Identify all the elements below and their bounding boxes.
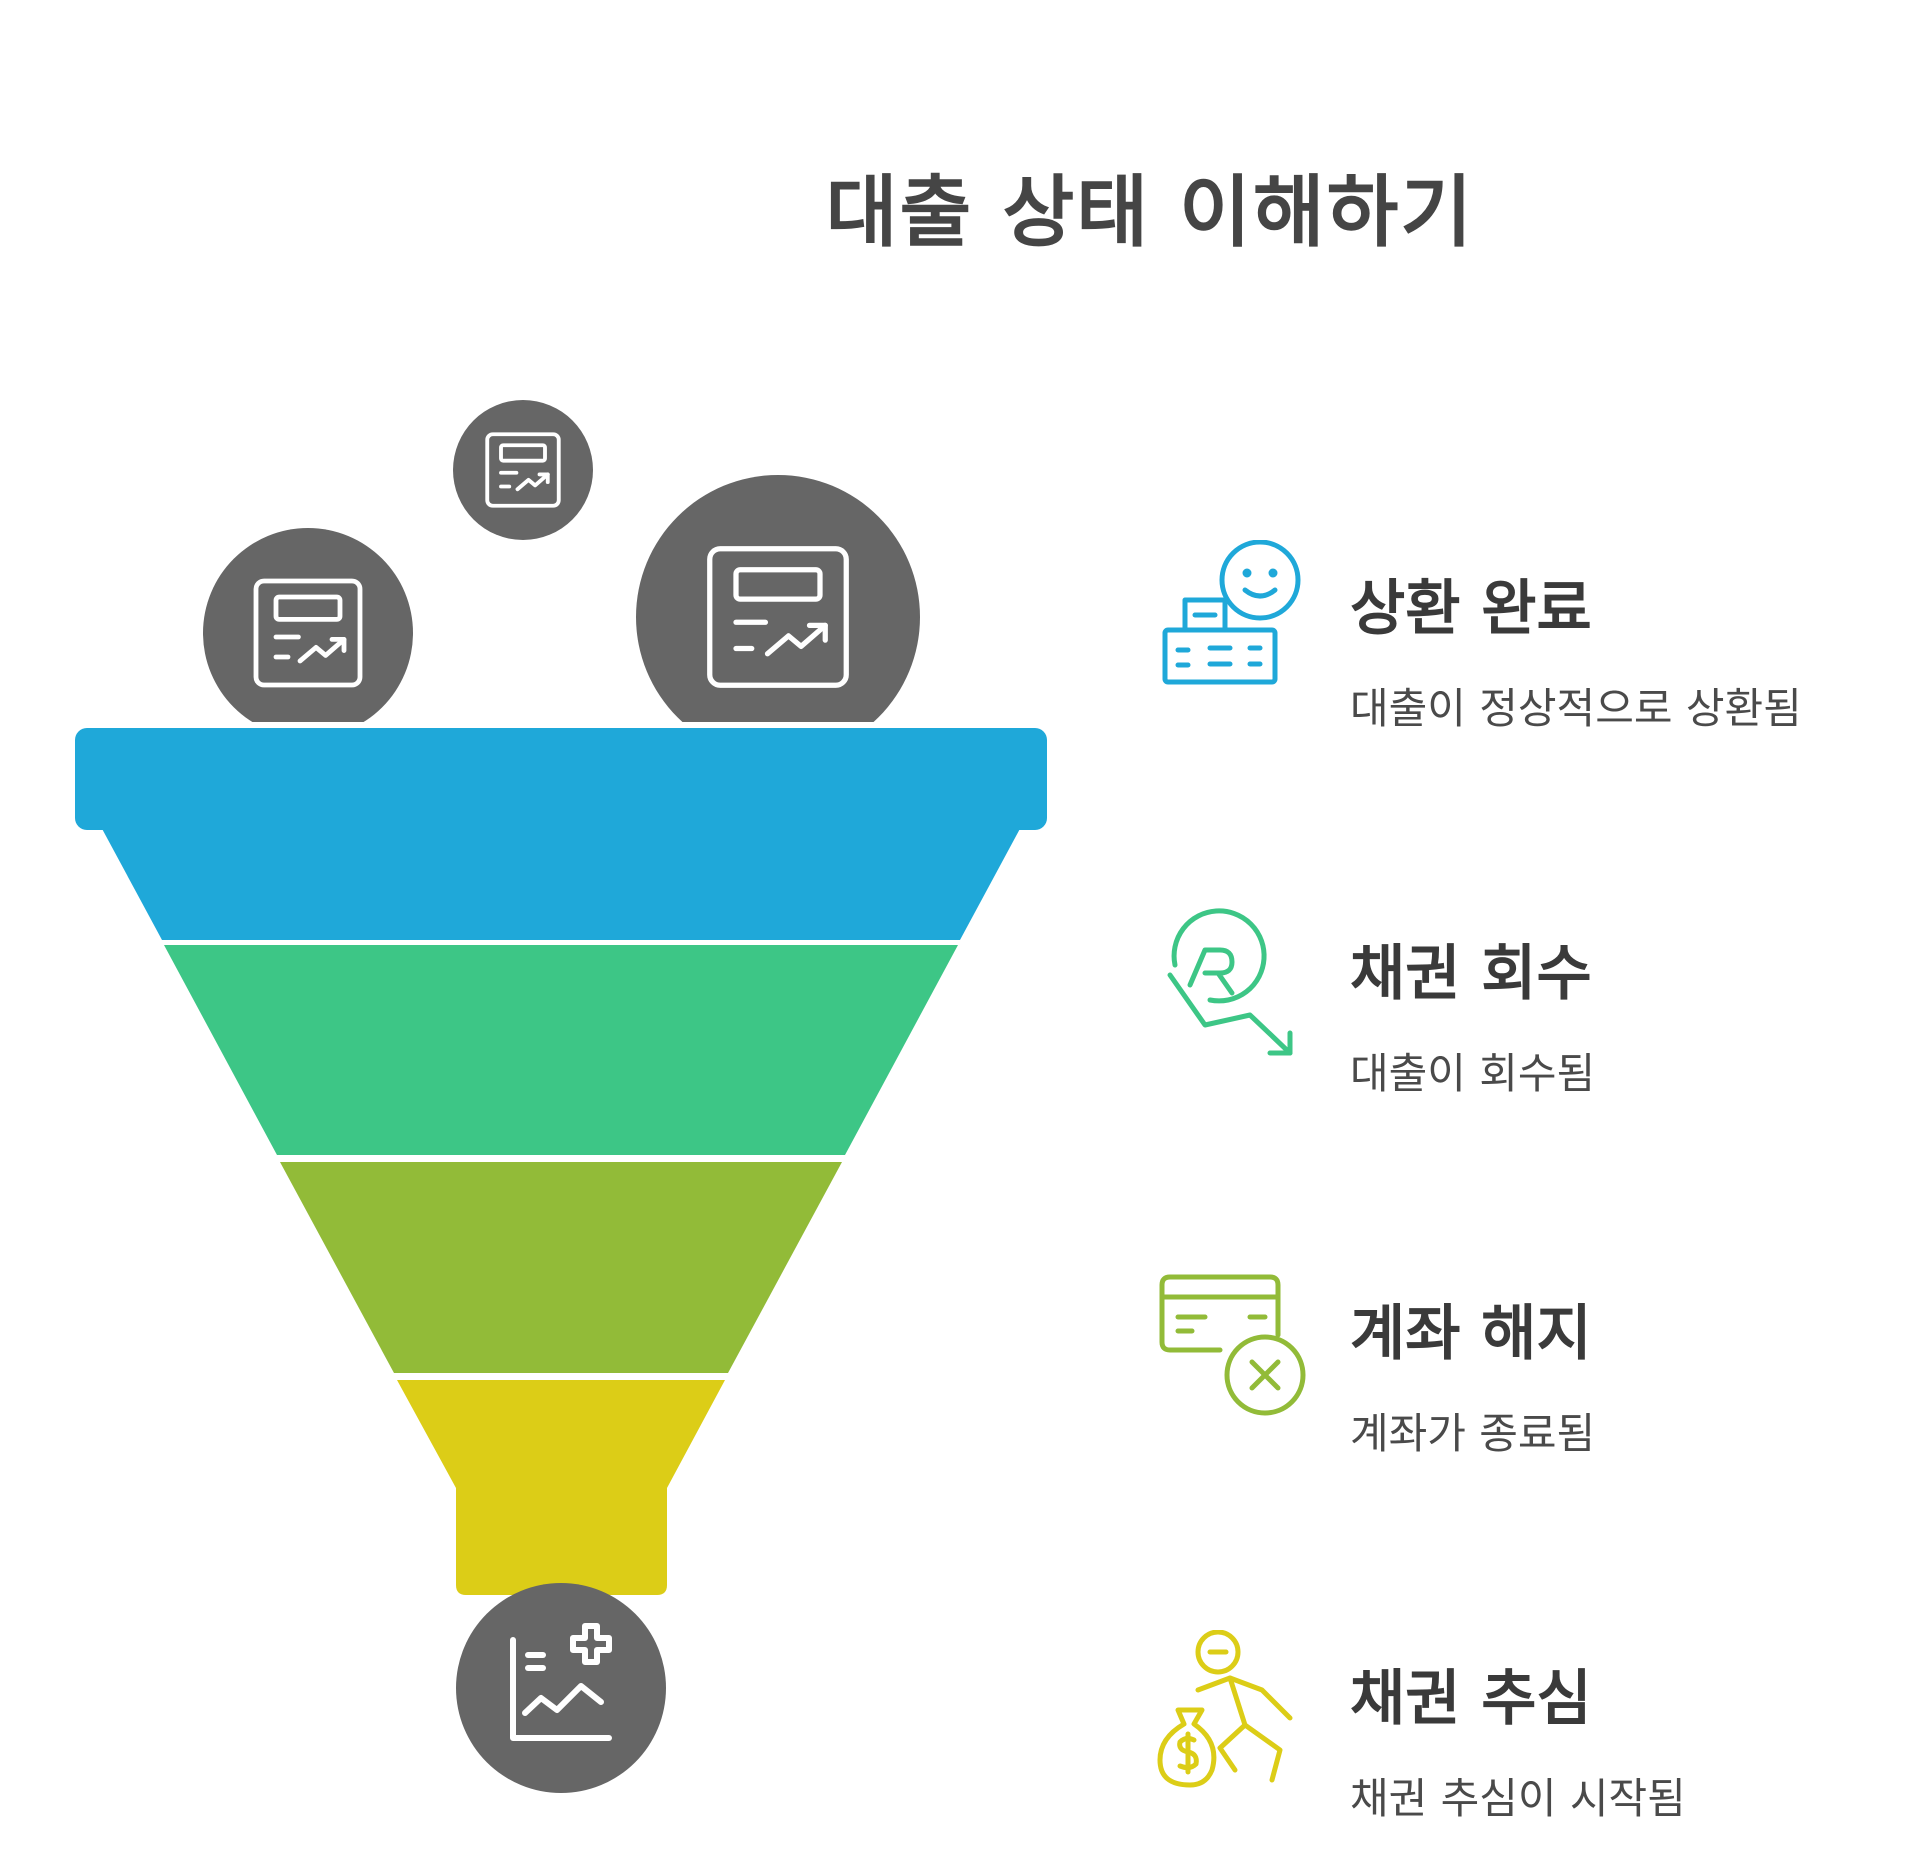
card-cancel-icon — [1159, 1274, 1306, 1416]
stage-title: 채권 회수 — [1350, 939, 1592, 1009]
stage-description: 계좌가 종료됨 — [1350, 1409, 1596, 1458]
report-icon — [485, 432, 561, 508]
stage-title: 계좌 해지 — [1350, 1299, 1592, 1369]
stage-title: 상환 완료 — [1350, 574, 1592, 644]
funnel-layer-4 — [397, 1380, 725, 1595]
recovery-arrow-icon — [1167, 908, 1293, 1056]
report-circle-right — [636, 475, 920, 759]
funnel-layer-2 — [164, 945, 958, 1155]
running-money-bag-icon — [1157, 1630, 1293, 1788]
smiling-building-icon — [1162, 540, 1301, 685]
funnel-layer-3 — [280, 1162, 842, 1373]
stage-description: 채권 추심이 시작됨 — [1350, 1774, 1686, 1823]
stage-title: 채권 추심 — [1350, 1664, 1592, 1734]
chart-plus-icon — [510, 1623, 612, 1741]
report-circle-small — [453, 400, 593, 540]
report-icon — [253, 578, 363, 688]
stage-description: 대출이 정상적으로 상환됨 — [1350, 684, 1802, 733]
analytics-circle — [456, 1583, 666, 1793]
report-circle-left — [203, 528, 413, 738]
stage-description: 대출이 회수됨 — [1350, 1049, 1596, 1098]
funnel-layer-1 — [75, 728, 1047, 940]
page-title: 대출 상태 이해하기 — [825, 168, 1475, 258]
report-icon — [707, 546, 849, 688]
